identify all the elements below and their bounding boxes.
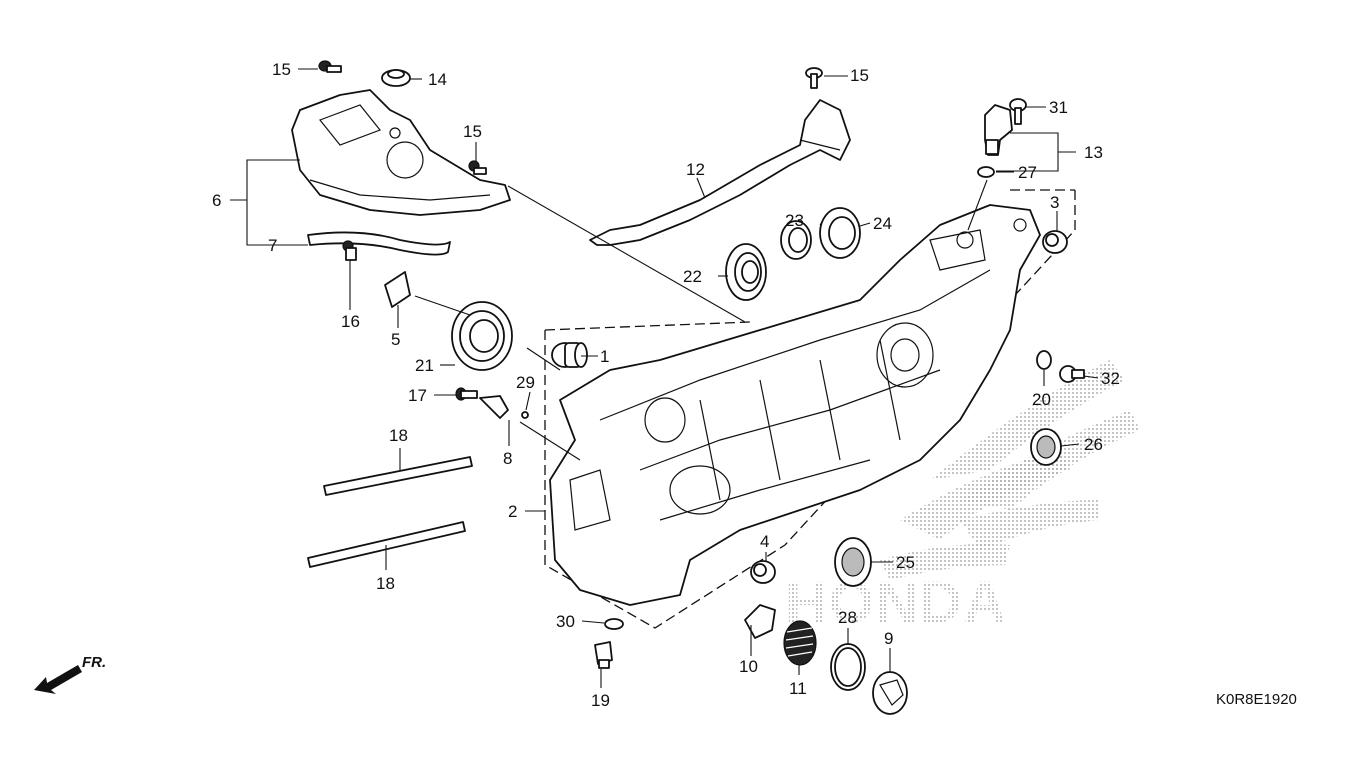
- callout-13: 13: [1084, 143, 1103, 162]
- callout-15-middle: 15: [463, 122, 482, 141]
- part-17-bolt: [455, 387, 478, 401]
- honda-watermark-text: HONDA: [785, 570, 1008, 635]
- front-direction-indicator: FR.: [34, 654, 106, 694]
- callout-30: 30: [556, 612, 575, 631]
- part-5-guide: [384, 271, 411, 308]
- part-28-o-ring-inner: [834, 647, 862, 687]
- callout-22: 22: [683, 267, 702, 286]
- part-21-bearing: [451, 301, 513, 371]
- left-crankcase: [549, 204, 1041, 606]
- part-8-plate: [479, 395, 509, 419]
- part-15-bolt-c: [805, 67, 823, 89]
- callout-2: 2: [508, 502, 517, 521]
- callout-1: 1: [600, 347, 609, 366]
- part-26-oil-seal: [1030, 428, 1062, 466]
- callout-27: 27: [1018, 163, 1037, 182]
- part-23-bearing: [780, 220, 812, 260]
- callout-15-top-left: 15: [272, 60, 291, 79]
- part-31-bolt: [1009, 98, 1027, 125]
- callout-21: 21: [415, 356, 434, 375]
- crankcase-group-outline-top: [544, 321, 751, 331]
- part-18-stud-upper: [323, 456, 473, 496]
- callout-9: 9: [884, 629, 893, 648]
- part-28-o-ring: [830, 643, 866, 691]
- part-11-strainer: [783, 620, 817, 666]
- part-27-o-ring: [977, 166, 995, 178]
- front-direction-label: FR.: [82, 654, 106, 671]
- callout-16: 16: [341, 312, 360, 331]
- part-22-bearing: [725, 243, 767, 301]
- part-18-stud-lower: [307, 521, 466, 568]
- part-30-washer: [604, 618, 624, 630]
- part-7-gasket: [307, 231, 451, 256]
- callout-19: 19: [591, 691, 610, 710]
- callout-28: 28: [838, 608, 857, 627]
- callout-32: 32: [1101, 369, 1120, 388]
- callout-10: 10: [739, 657, 758, 676]
- part-3-dowel-collar: [1042, 230, 1068, 254]
- callout-12: 12: [686, 160, 705, 179]
- callout-29: 29: [516, 373, 535, 392]
- part-6-cover: [291, 89, 511, 216]
- part-25-oil-seal: [834, 537, 872, 587]
- diagram-reference-code: K0R8E1920: [1216, 691, 1297, 708]
- callout-18-upper: 18: [389, 426, 408, 445]
- part-15-bolt-b: [468, 160, 487, 175]
- callout-24: 24: [873, 214, 892, 233]
- front-arrow-icon: [34, 665, 82, 694]
- part-4-dowel-collar: [750, 560, 776, 584]
- crankcase-group-outline-right: [784, 190, 1076, 546]
- callout-labels: 1 2 3 4 5 6 7 8 9 10 11 12 13 14 15 15 1…: [212, 60, 1120, 710]
- part-20-washer: [1036, 350, 1052, 370]
- callout-17: 17: [408, 386, 427, 405]
- crankcase-group-outline: [544, 330, 786, 629]
- callout-25: 25: [896, 553, 915, 572]
- part-14-grommet: [381, 69, 411, 87]
- callout-6: 6: [212, 191, 221, 210]
- part-24-bearing: [819, 207, 861, 259]
- leader-lines: [230, 68, 1099, 688]
- part-12-bracket: [589, 99, 851, 246]
- callout-7: 7: [268, 236, 277, 255]
- part-13-sensor: [984, 104, 1013, 156]
- callout-18-lower: 18: [376, 574, 395, 593]
- callout-23: 23: [785, 211, 804, 230]
- callout-31: 31: [1049, 98, 1068, 117]
- callout-20: 20: [1032, 390, 1051, 409]
- part-15-bolt-a: [318, 60, 342, 73]
- callout-3: 3: [1050, 193, 1059, 212]
- part-32-bolt: [1059, 365, 1085, 383]
- part-29-clip: [521, 411, 529, 419]
- part-19-bolt: [594, 641, 613, 669]
- part-16-bolt: [342, 240, 357, 261]
- callout-8: 8: [503, 449, 512, 468]
- part-9-drain-plug: [872, 671, 908, 715]
- part-1-dowel-collar: [551, 342, 588, 368]
- callout-14: 14: [428, 70, 447, 89]
- part-10-pin: [744, 604, 776, 639]
- callout-4: 4: [760, 532, 769, 551]
- callout-11: 11: [789, 679, 807, 698]
- callout-26: 26: [1084, 435, 1103, 454]
- callout-15-top-right: 15: [850, 66, 869, 85]
- callout-5: 5: [391, 330, 400, 349]
